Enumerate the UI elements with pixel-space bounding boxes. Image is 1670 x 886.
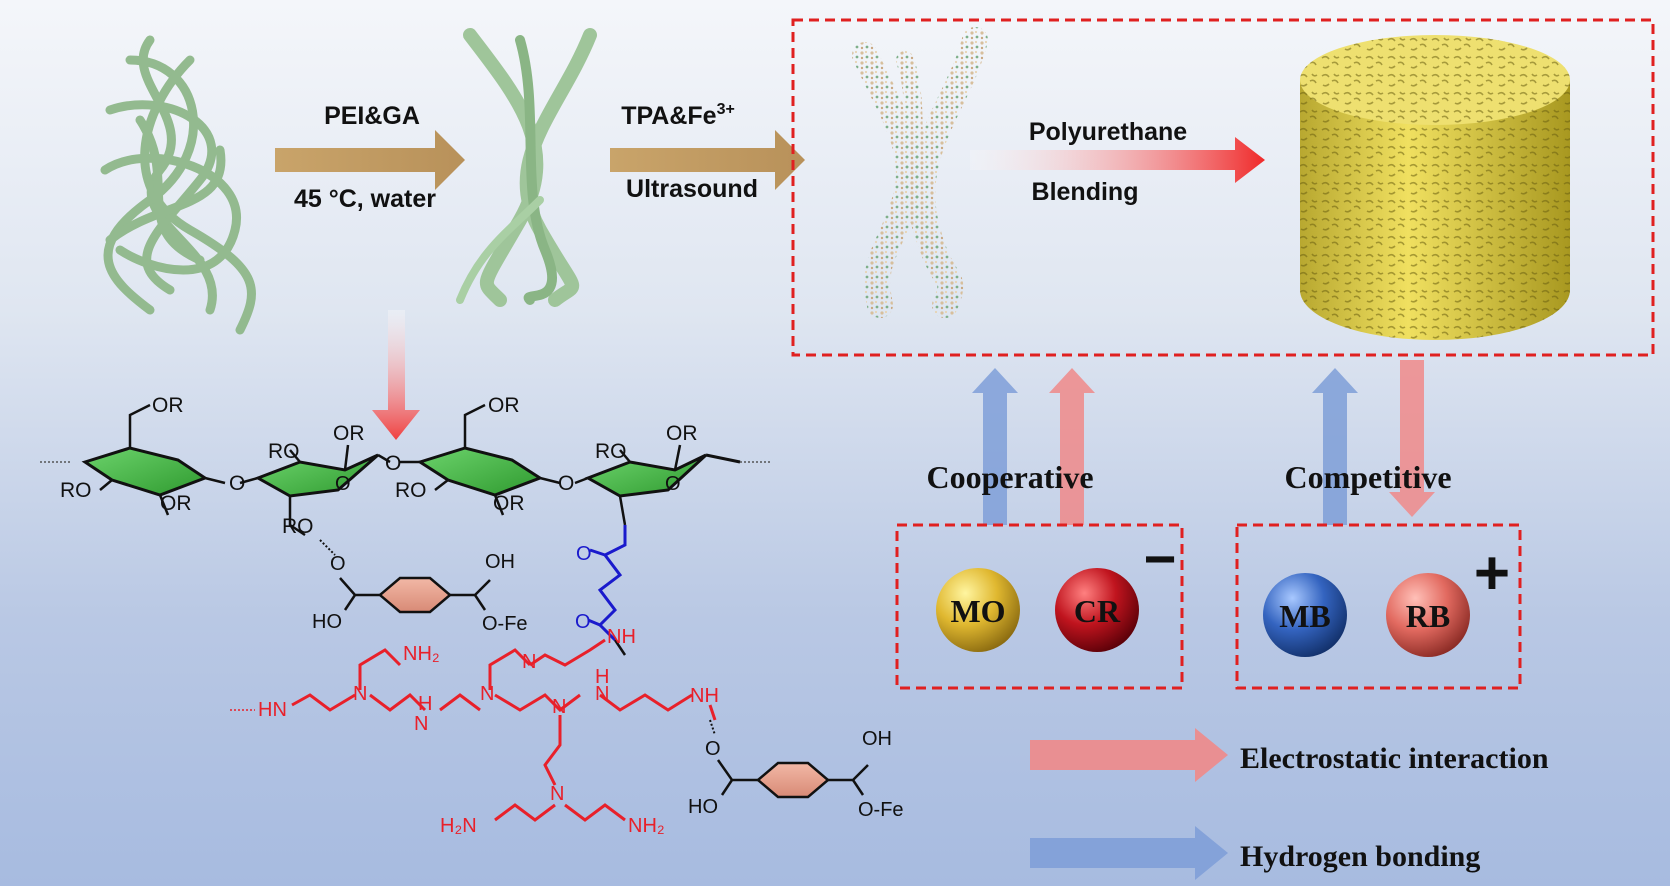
svg-text:O: O	[576, 543, 592, 565]
svg-text:NH: NH	[607, 626, 636, 648]
svg-text:N: N	[595, 683, 609, 705]
substituent-label: OR	[493, 492, 525, 515]
svg-text:HN: HN	[258, 699, 287, 721]
mb-dye-sphere: MB	[1263, 573, 1347, 657]
substituent-label: RO	[268, 440, 300, 463]
substituent-label: OR	[160, 492, 192, 515]
cellulose-backbone: OR RO OR O RO OR O OR RO OR O RO OR RO O…	[40, 394, 770, 538]
legend-hydrogen-swatch	[1030, 826, 1228, 880]
rb-dye-sphere: RB	[1386, 573, 1470, 657]
pei-chain	[230, 638, 717, 822]
substituent-label: O	[558, 472, 574, 495]
svg-text:O: O	[705, 738, 721, 760]
step1-condition-label: 45 °C, water	[294, 185, 436, 213]
svg-text:OH: OH	[485, 551, 515, 573]
substituent-label: O	[385, 452, 401, 475]
substituent-label: OR	[666, 422, 698, 445]
tpa-fe-complex-2: O OH HO O-Fe	[688, 719, 904, 821]
tpa-fe-complex-1: O OH HO O-Fe	[312, 539, 528, 635]
competitive-arrows	[1312, 360, 1435, 525]
svg-text:MO: MO	[950, 593, 1005, 629]
step2-condition-label: Ultrasound	[626, 175, 758, 203]
cr-dye-sphere: CR	[1055, 568, 1139, 652]
legend: Electrostatic interaction Hydrogen bondi…	[1030, 728, 1549, 880]
step2-reagents-label: TPA&Fe3+	[621, 101, 735, 130]
svg-text:CR: CR	[1074, 593, 1121, 629]
svg-text:N: N	[522, 651, 536, 673]
substituent-label: RO	[395, 479, 427, 502]
legend-electrostatic-label: Electrostatic interaction	[1240, 742, 1549, 775]
polyurethane-sponge-icon	[1300, 35, 1570, 340]
substituent-label: O	[229, 472, 245, 495]
pei-labels: HN N NH₂ H N N N N H N NH NH N H₂N NH₂	[258, 626, 719, 837]
svg-text:HO: HO	[312, 611, 342, 633]
step1-reagents-label: PEI&GA	[324, 102, 420, 130]
svg-text:N: N	[353, 683, 367, 705]
legend-hydrogen-label: Hydrogen bonding	[1240, 840, 1480, 873]
cooperative-label: Cooperative	[926, 459, 1093, 495]
svg-text:HO: HO	[688, 796, 718, 818]
mo-dye-sphere: MO	[936, 568, 1020, 652]
substituent-label: OR	[488, 394, 520, 417]
composite-product-box	[791, 18, 1655, 357]
svg-text:N: N	[480, 683, 494, 705]
svg-text:RB: RB	[1406, 598, 1450, 634]
svg-text:N: N	[552, 696, 566, 718]
svg-text:MB: MB	[1279, 598, 1331, 634]
svg-text:H₂N: H₂N	[440, 815, 477, 837]
structure-arrow	[372, 310, 420, 440]
negative-charge-icon: −	[1144, 527, 1177, 590]
svg-text:O-Fe: O-Fe	[482, 613, 528, 635]
step3-material-label: Polyurethane	[1029, 118, 1187, 146]
competitive-label: Competitive	[1284, 459, 1451, 495]
glutaraldehyde-linker: O O	[575, 525, 627, 642]
svg-text:NH₂: NH₂	[628, 815, 665, 837]
positive-charge-icon: +	[1474, 539, 1510, 608]
svg-text:NH: NH	[690, 685, 719, 707]
svg-text:O: O	[575, 611, 591, 633]
tangled-fiber-icon	[100, 35, 256, 335]
cooperative-arrows	[972, 368, 1095, 525]
step3-process-label: Blending	[1032, 178, 1139, 206]
substituent-label: OR	[333, 422, 365, 445]
substituent-label: RO	[595, 440, 627, 463]
svg-text:NH₂: NH₂	[403, 643, 440, 665]
ring-oxygen-label: O	[335, 473, 351, 495]
svg-text:O: O	[330, 553, 346, 575]
blending-arrow: Polyurethane Blending	[970, 118, 1265, 206]
process-arrow-1: PEI&GA 45 °C, water	[275, 102, 465, 213]
svg-text:H: H	[418, 693, 432, 715]
svg-text:N: N	[414, 713, 428, 735]
svg-text:OH: OH	[862, 728, 892, 750]
process-arrow-2: TPA&Fe3+ Ultrasound	[610, 101, 805, 203]
svg-text:N: N	[550, 783, 564, 805]
svg-text:H: H	[595, 666, 609, 688]
ring-oxygen-label: O	[665, 473, 681, 495]
substituent-label: RO	[60, 479, 92, 502]
substituent-label: OR	[152, 394, 184, 417]
crosslinked-fiber-icon	[456, 28, 597, 307]
modified-fiber-icon	[852, 27, 988, 318]
substituent-label: RO	[282, 515, 314, 538]
legend-electrostatic-swatch	[1030, 728, 1228, 782]
svg-text:O-Fe: O-Fe	[858, 799, 904, 821]
